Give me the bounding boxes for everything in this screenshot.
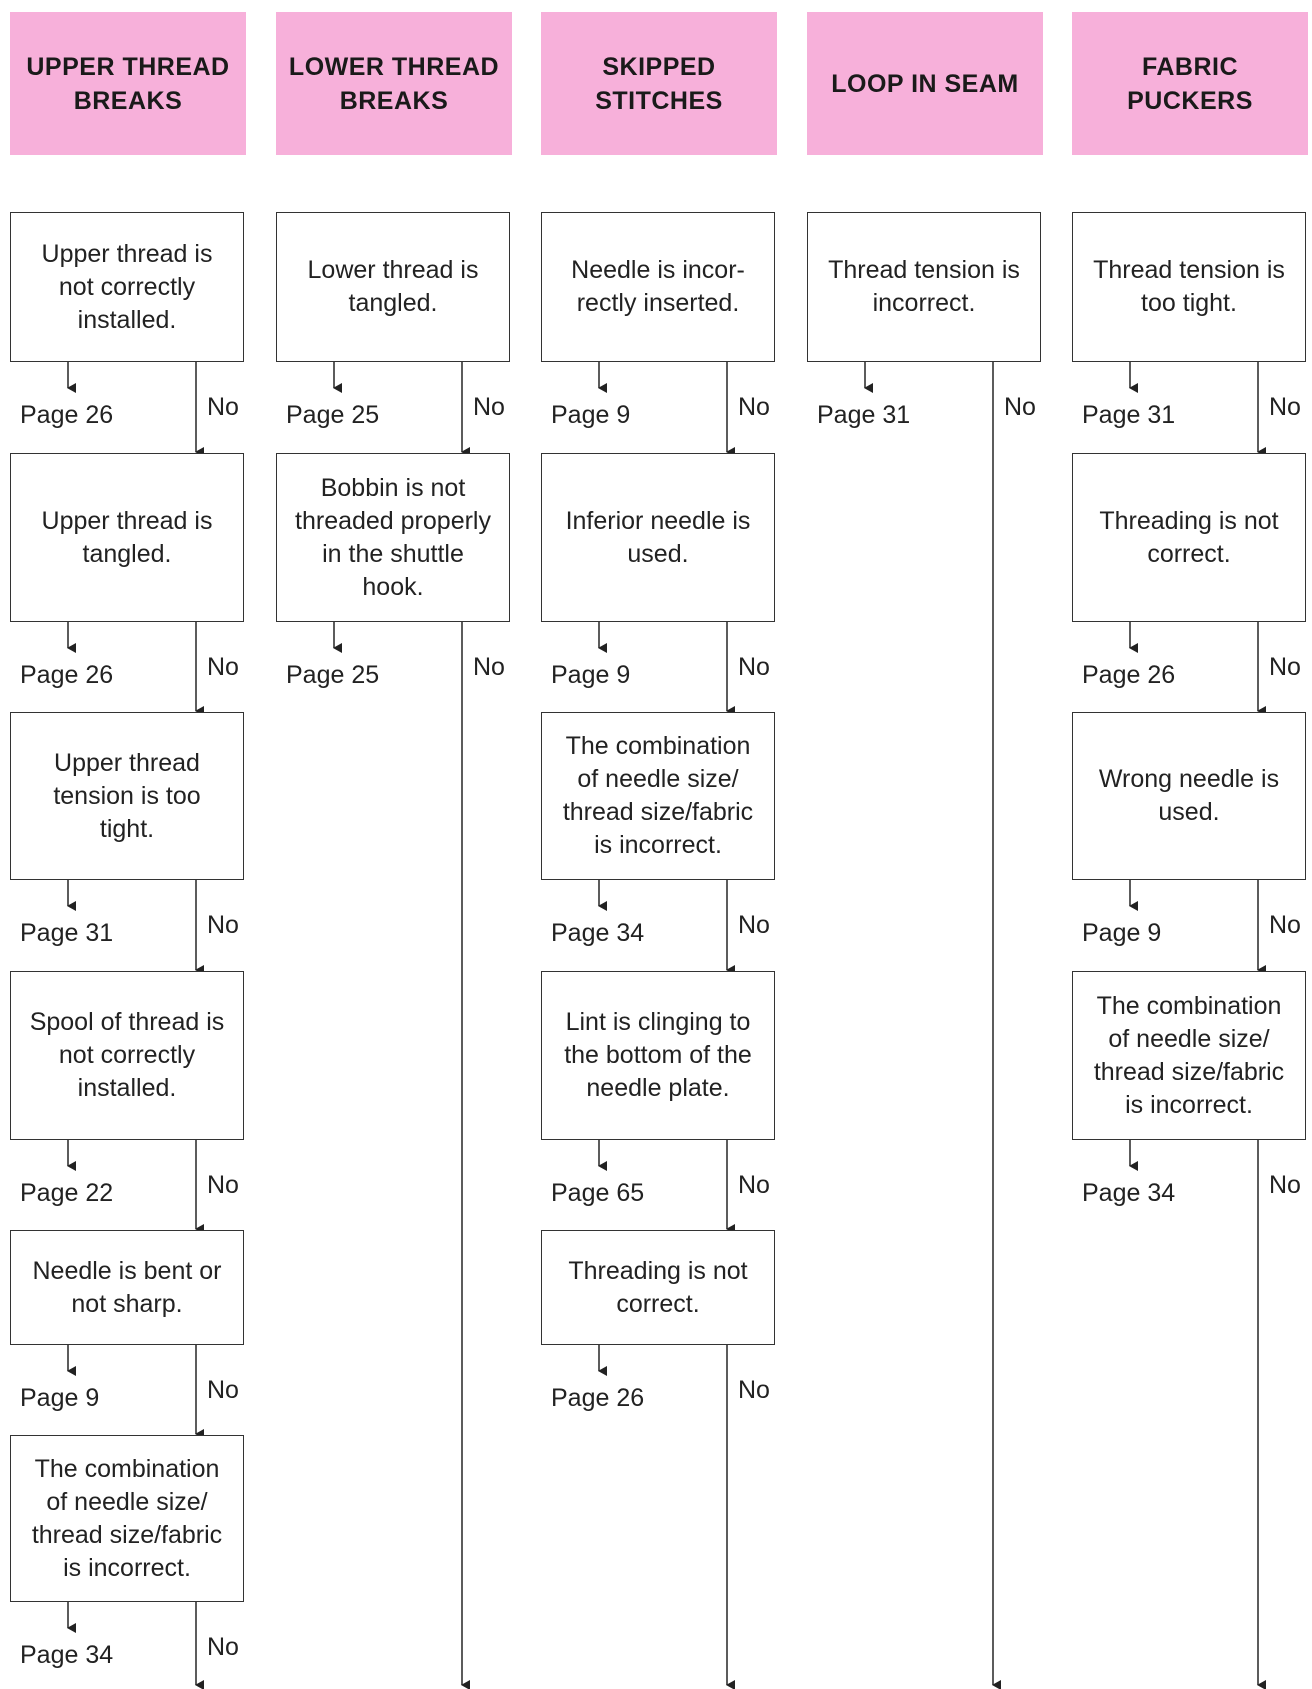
no-label: No: [1269, 911, 1301, 939]
cause-box: Wrong needle is used.: [1072, 712, 1306, 880]
page-reference: Page 31: [20, 919, 114, 947]
cause-box: Thread tension is too tight.: [1072, 212, 1306, 362]
column-header: SKIPPED STITCHES: [541, 12, 777, 155]
no-label: No: [738, 393, 770, 421]
column-header: LOOP IN SEAM: [807, 12, 1043, 155]
column-header: LOWER THREAD BREAKS: [276, 12, 512, 155]
page-reference: Page 25: [286, 661, 380, 689]
cause-box: The combination of needle size/ thread s…: [1072, 971, 1306, 1140]
no-label: No: [207, 1633, 239, 1661]
cause-box: Upper thread is tangled.: [10, 453, 244, 622]
no-label: No: [473, 653, 505, 681]
page-reference: Page 9: [20, 1384, 100, 1412]
cause-box: Spool of thread is not correctly install…: [10, 971, 244, 1140]
no-label: No: [1269, 393, 1301, 421]
page-reference: Page 34: [551, 919, 645, 947]
page-reference: Page 65: [551, 1179, 645, 1207]
page-reference: Page 26: [1082, 661, 1176, 689]
cause-box: Upper thread tension is too tight.: [10, 712, 244, 880]
cause-box: Lint is clinging to the bottom of the ne…: [541, 971, 775, 1140]
cause-box: The combination of needle size/ thread s…: [10, 1435, 244, 1602]
cause-box: Needle is incor- rectly inserted.: [541, 212, 775, 362]
page-reference: Page 34: [20, 1641, 114, 1669]
cause-box: The combination of needle size/ thread s…: [541, 712, 775, 880]
no-label: No: [738, 1376, 770, 1404]
page-reference: Page 9: [551, 661, 631, 689]
cause-box: Threading is not correct.: [1072, 453, 1306, 622]
cause-box: Thread tension is incorrect.: [807, 212, 1041, 362]
cause-box: Bobbin is not threaded properly in the s…: [276, 453, 510, 622]
no-label: No: [207, 1171, 239, 1199]
no-label: No: [473, 393, 505, 421]
no-label: No: [207, 653, 239, 681]
cause-box: Needle is bent or not sharp.: [10, 1230, 244, 1345]
no-label: No: [207, 393, 239, 421]
cause-box: Threading is not correct.: [541, 1230, 775, 1345]
page-reference: Page 34: [1082, 1179, 1176, 1207]
page-reference: Page 25: [286, 401, 380, 429]
no-label: No: [207, 911, 239, 939]
page-reference: Page 22: [20, 1179, 114, 1207]
cause-box: Upper thread is not correctly installed.: [10, 212, 244, 362]
column-header: FABRIC PUCKERS: [1072, 12, 1308, 155]
page-reference: Page 26: [20, 661, 114, 689]
cause-box: Lower thread is tangled.: [276, 212, 510, 362]
page-reference: Page 26: [20, 401, 114, 429]
no-label: No: [1269, 653, 1301, 681]
no-label: No: [1269, 1171, 1301, 1199]
column-header: UPPER THREAD BREAKS: [10, 12, 246, 155]
page-reference: Page 9: [551, 401, 631, 429]
no-label: No: [738, 1171, 770, 1199]
page-reference: Page 9: [1082, 919, 1162, 947]
page-reference: Page 31: [817, 401, 911, 429]
cause-box: Inferior needle is used.: [541, 453, 775, 622]
no-label: No: [1004, 393, 1036, 421]
no-label: No: [738, 911, 770, 939]
page-reference: Page 31: [1082, 401, 1176, 429]
no-label: No: [207, 1376, 239, 1404]
page-reference: Page 26: [551, 1384, 645, 1412]
no-label: No: [738, 653, 770, 681]
